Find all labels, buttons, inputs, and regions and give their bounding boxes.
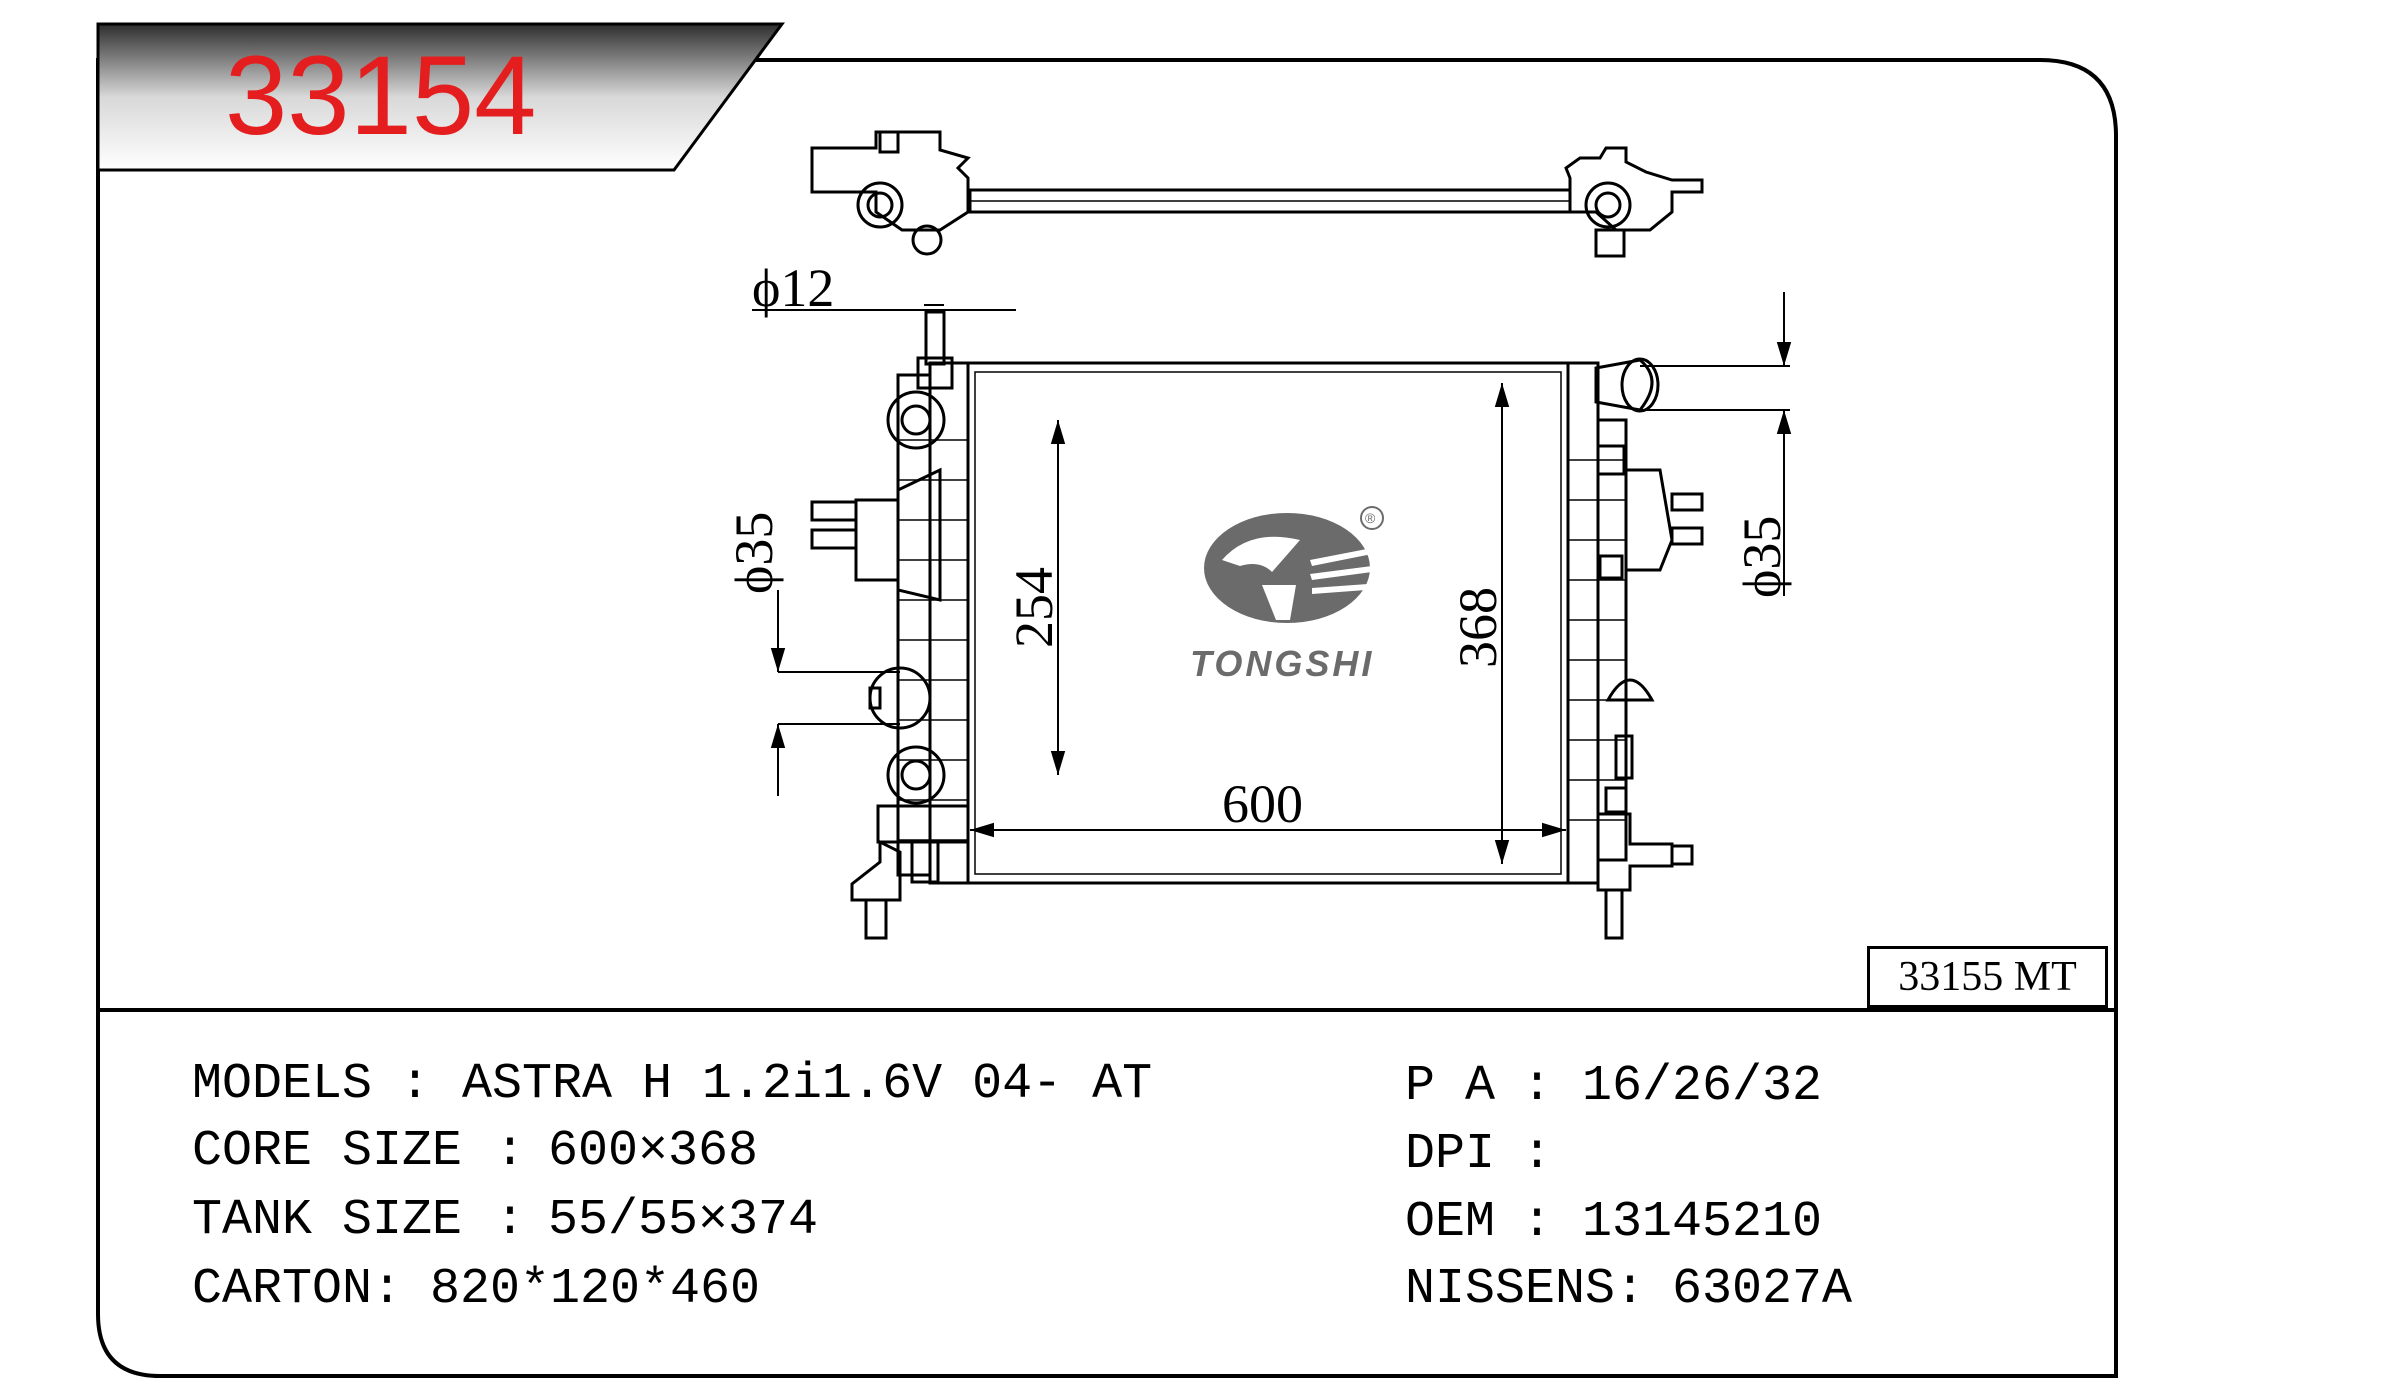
spec-pa-value: 16/26/32 bbox=[1582, 1058, 1823, 1115]
spec-core-size-label: CORE SIZE bbox=[192, 1123, 463, 1180]
registered-mark: ® bbox=[1365, 510, 1376, 526]
spec-pa-sep: : bbox=[1522, 1058, 1553, 1115]
spec-core-size-value: 600×368 bbox=[548, 1123, 759, 1180]
dim-label-right-pipe: ϕ35 bbox=[1732, 516, 1792, 598]
spec-carton-sep: : bbox=[372, 1261, 403, 1318]
spec-dpi-label: DPI bbox=[1405, 1126, 1496, 1183]
sheet-border bbox=[96, 58, 2118, 1378]
dim-label-core-height: 368 bbox=[1448, 587, 1508, 668]
left-tank bbox=[810, 310, 970, 940]
spec-oem-value: 13145210 bbox=[1582, 1194, 1823, 1251]
header-tab bbox=[96, 22, 785, 172]
spec-tank-size-value: 55/55×374 bbox=[548, 1192, 819, 1249]
spec-models-label: MODELS bbox=[192, 1056, 373, 1113]
spec-dpi-sep: : bbox=[1522, 1126, 1553, 1183]
variant-code: 33155 MT bbox=[1867, 946, 2108, 1008]
spec-models-value: ASTRA H 1.2i1.6V 04- AT bbox=[462, 1056, 1153, 1113]
spec-nissens-value: 63027A bbox=[1672, 1261, 1853, 1318]
top-view bbox=[810, 130, 1704, 258]
dim-left-pipe bbox=[770, 590, 900, 796]
spec-nissens-label: NISSENS bbox=[1405, 1261, 1616, 1318]
spec-tank-size-label: TANK SIZE bbox=[192, 1192, 463, 1249]
spec-tank-size-sep: : bbox=[495, 1192, 526, 1249]
spec-carton-label: CARTON bbox=[192, 1261, 373, 1318]
dim-inlet-pipe bbox=[752, 304, 1016, 311]
part-number: 33154 bbox=[225, 33, 537, 158]
right-tank bbox=[1566, 357, 1704, 940]
spec-models-sep: : bbox=[400, 1056, 431, 1113]
spec-core-size-sep: : bbox=[495, 1123, 526, 1180]
dim-right-pipe bbox=[1640, 292, 1792, 596]
dim-label-core-width: 600 bbox=[1222, 774, 1303, 834]
brand-logo bbox=[1204, 506, 1384, 623]
spec-carton-value: 820*120*460 bbox=[430, 1261, 761, 1318]
spec-oem-label: OEM bbox=[1405, 1194, 1496, 1251]
brand-name: TONGSHI bbox=[1190, 643, 1374, 684]
dim-label-inner-height: 254 bbox=[1004, 567, 1064, 648]
dim-label-left-pipe: ϕ35 bbox=[724, 512, 784, 594]
spec-pa-label: P A bbox=[1405, 1058, 1496, 1115]
dim-label-inlet-pipe: ϕ12 bbox=[752, 258, 834, 318]
spec-oem-sep: : bbox=[1522, 1194, 1553, 1251]
spec-nissens-sep: : bbox=[1615, 1261, 1646, 1318]
